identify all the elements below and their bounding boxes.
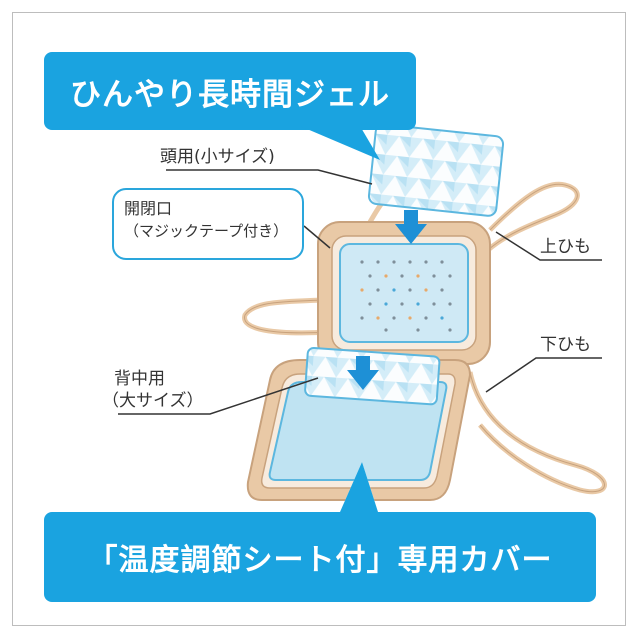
- image-frame: [12, 12, 626, 626]
- gel-title-banner: ひんやり長時間ジェル: [44, 52, 416, 130]
- label-back-size: （大サイズ）: [102, 391, 204, 411]
- label-head-size: 頭用(小サイズ): [160, 147, 275, 167]
- bottom-banner-notch: [340, 462, 378, 512]
- upper-string-outline: [487, 183, 578, 251]
- label-velcro: （マジックテープ付き）: [124, 222, 289, 240]
- leader-opening: [303, 225, 331, 249]
- label-upper-string: 上ひも: [540, 237, 591, 257]
- pad-dots: [360, 260, 452, 332]
- leader-upper-string: [495, 231, 602, 261]
- top-banner-pointer: [300, 126, 380, 160]
- label-opening: 開閉口: [124, 199, 173, 218]
- arrow-back-insert: [347, 356, 379, 390]
- gel-title-text: ひんやり長時間ジェル: [70, 76, 390, 113]
- label-back-use: 背中用: [114, 369, 165, 389]
- cover-title-text: 「温度調節シート付」専用カバー: [87, 543, 553, 578]
- left-string-outline: [244, 299, 331, 334]
- leader-head: [166, 169, 373, 185]
- arrow-head-insert: [395, 210, 427, 244]
- head-gel-sheet: [367, 123, 505, 217]
- label-lower-string: 下ひも: [540, 335, 591, 355]
- opening-callout: 開閉口 （マジックテープ付き）: [112, 188, 304, 260]
- lower-string-outline: [469, 371, 605, 493]
- leader-lower-string: [485, 357, 602, 393]
- head-pad: [339, 243, 469, 343]
- cover-title-banner: 「温度調節シート付」専用カバー: [44, 512, 596, 602]
- leader-back: [118, 377, 319, 415]
